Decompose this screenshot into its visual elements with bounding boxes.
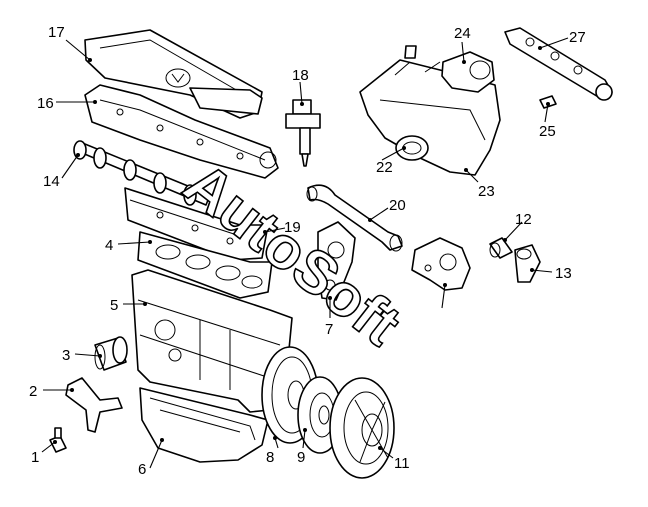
part-coolant-flange — [514, 244, 541, 283]
part-cylinder-head-top — [84, 84, 279, 179]
callout-17: 17 — [48, 24, 65, 41]
callout-19: 19 — [284, 219, 301, 236]
part-oil-filter — [94, 336, 128, 371]
callout-22: 22 — [376, 159, 393, 176]
callout-14: 14 — [43, 173, 60, 190]
part-pressure-plate — [329, 377, 395, 479]
callout-11: 11 — [394, 455, 410, 472]
callout-18: 18 — [292, 67, 309, 84]
part-valve-cover — [84, 29, 263, 119]
part-cylinder-head — [124, 187, 269, 261]
callout-4: 4 — [105, 237, 113, 254]
callout-6: 6 — [138, 461, 146, 478]
part-sensor — [49, 427, 67, 453]
callout-12: 12 — [515, 211, 532, 228]
callout-dots — [53, 46, 550, 450]
callout-3: 3 — [62, 347, 70, 364]
part-ignition-coil — [285, 99, 321, 167]
part-camshaft — [73, 140, 211, 206]
callout-16: 16 — [37, 95, 54, 112]
callout-labels: 17 16 14 4 5 3 2 1 6 8 9 11 7 18 19 20 2… — [29, 24, 586, 478]
part-thermostat-housing — [317, 221, 356, 301]
callout-7: 7 — [325, 321, 333, 338]
part-head-gasket — [137, 231, 273, 299]
callout-5: 5 — [110, 297, 118, 314]
part-fuel-rail — [504, 27, 613, 101]
part-throttle-body — [441, 51, 495, 93]
part-water-pump — [411, 237, 471, 291]
callout-20: 20 — [389, 197, 406, 214]
callout-leaders — [41, 37, 569, 469]
callout-27: 27 — [569, 29, 586, 46]
callout-9: 9 — [297, 449, 305, 466]
callout-24: 24 — [454, 25, 471, 42]
callout-13: 13 — [555, 265, 572, 282]
callout-23: 23 — [478, 183, 495, 200]
part-oil-pickup — [65, 377, 123, 433]
callout-1: 1 — [31, 449, 39, 466]
callout-2: 2 — [29, 383, 37, 400]
part-temp-sender — [489, 237, 513, 259]
callout-8: 8 — [266, 449, 274, 466]
part-coolant-hose — [306, 184, 403, 252]
callout-25: 25 — [539, 123, 556, 140]
part-oil-pan — [139, 387, 269, 463]
